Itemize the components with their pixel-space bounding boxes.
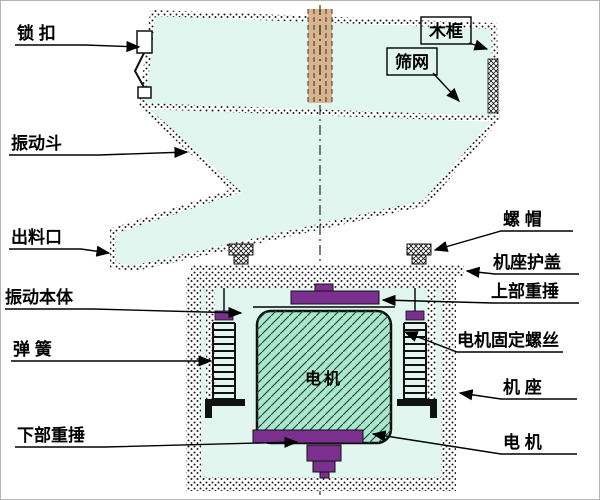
base-bottom: [186, 477, 456, 491]
label-base-cover: 机座护盖: [493, 252, 561, 272]
base-top-plate: [201, 276, 441, 288]
label-upper-weight: 上部重捶: [491, 281, 559, 301]
label-vibrating-hopper: 振动斗: [11, 133, 62, 153]
leader-vibrating-body: [5, 307, 243, 319]
leader-nut: [433, 230, 573, 252]
labels: 锁 扣 木框 筛网 振动斗 出料口 振动本体 弹 簧 下部重捶 螺 帽 机座护盖…: [5, 16, 561, 452]
label-sieve-mesh: 筛网: [395, 52, 429, 72]
label-lock: 锁 扣: [17, 23, 56, 43]
leader-wood-frame: [468, 39, 489, 51]
inner-wall-left: [206, 288, 215, 401]
label-motor-fixing-screw: 电机固定螺丝: [457, 330, 559, 350]
upper-weight-bar: [290, 283, 380, 305]
right-spring: [403, 322, 427, 400]
inner-wall-right: [427, 288, 436, 401]
motor-box-label: 电机: [305, 369, 343, 388]
leader-machine-base: [458, 389, 577, 401]
leader-vibrating-hopper: [9, 146, 189, 159]
motor-body: 电机: [255, 309, 393, 445]
bolt-right: [406, 243, 432, 265]
bolt-left: [228, 243, 254, 265]
base-left-wall: [186, 276, 201, 491]
label-box-sieve-mesh: [386, 47, 438, 76]
label-vibrating-body: 振动本体: [5, 287, 74, 307]
lower-weight-bar: [252, 429, 364, 444]
label-discharge-outlet: 出料口: [11, 227, 62, 247]
label-wood-frame: 木框: [428, 21, 463, 41]
motor-shaft: [306, 444, 342, 479]
leader-sieve-mesh: [432, 72, 460, 103]
leader-discharge-outlet: [9, 245, 111, 257]
label-box-wood-frame: [420, 16, 472, 45]
leader-motor: [371, 430, 577, 455]
leader-base-cover: [465, 266, 579, 278]
lock-latch-shape: [133, 30, 153, 99]
base-cover-plate: [191, 264, 464, 276]
leader-motor-fixing-screw: [403, 331, 563, 353]
base-right-wall: [441, 276, 456, 491]
hopper-body: [110, 9, 501, 273]
label-machine-base: 机 座: [503, 377, 542, 397]
leader-upper-weight: [381, 294, 579, 306]
label-motor: 电 机: [503, 432, 542, 452]
leader-lock: [15, 40, 141, 53]
mesh-edge-strip: [487, 58, 499, 114]
label-spring: 弹 簧: [13, 339, 52, 359]
left-spring-bracket: [205, 399, 245, 418]
label-lower-weight: 下部重捶: [17, 425, 85, 445]
left-spring: [212, 322, 236, 400]
leader-lines: [5, 39, 579, 455]
label-nut: 螺 帽: [503, 209, 542, 229]
right-spring-bracket: [397, 399, 437, 418]
leader-lower-weight: [15, 436, 299, 448]
